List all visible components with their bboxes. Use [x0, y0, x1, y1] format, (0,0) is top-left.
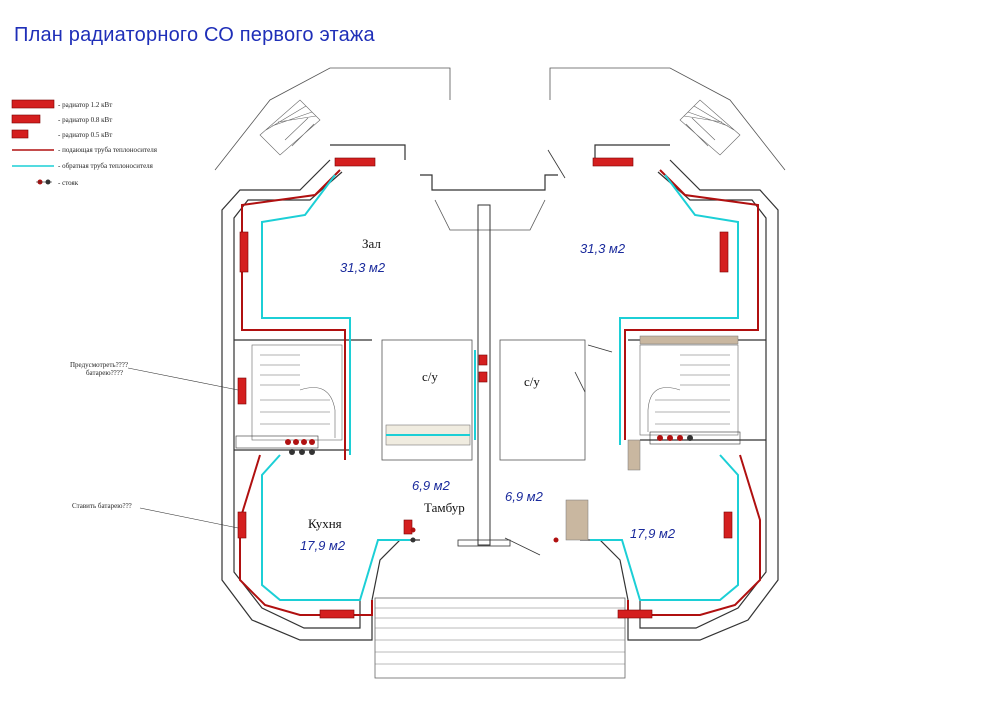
radiator — [478, 371, 488, 383]
stairs-top-right — [679, 99, 741, 156]
wall-outline — [587, 344, 613, 353]
legend-item-return-pipe: - обратная труба теплоносителя — [12, 162, 154, 170]
area-hall-right: 31,3 м2 — [580, 241, 626, 256]
supply-pipe — [624, 169, 759, 440]
wall-outline — [221, 159, 373, 641]
wall-outline — [477, 204, 491, 546]
return-pipe — [590, 454, 739, 601]
area-vestibule-right: 6,9 м2 — [505, 489, 544, 504]
legend-item-supply-pipe: - подающая труба теплоносителя — [12, 146, 158, 154]
radiator — [592, 157, 634, 167]
leader-line — [139, 507, 239, 529]
legend-item-radiator-small: - радиатор 0.5 кВт — [11, 129, 112, 139]
room-name-kitchen: Кухня — [308, 516, 342, 531]
room-name-hall: Зал — [362, 236, 381, 251]
radiator-medium-icon — [11, 114, 41, 124]
radiator — [723, 511, 733, 539]
note-2: Ставить батарею??? — [72, 502, 239, 529]
room-name-vestibule: Тамбур — [424, 500, 465, 515]
wall-outline — [330, 144, 406, 160]
wall-outline — [371, 539, 420, 601]
area-kitchen-left: 17,9 м2 — [300, 538, 346, 553]
legend-label: - радиатор 0.8 кВт — [58, 116, 112, 124]
legend-label: - обратная труба теплоносителя — [58, 162, 154, 170]
area-kitchen-right: 17,9 м2 — [630, 526, 676, 541]
radiator — [237, 511, 247, 539]
page-title: План радиаторного СО первого этажа — [14, 24, 375, 46]
radiator-small-icon — [11, 129, 29, 139]
wall-outline — [504, 537, 541, 556]
room-name-wc-left: с/у — [422, 369, 438, 384]
legend-label: - стояк — [58, 179, 79, 187]
legend-label: - радиатор 0.5 кВт — [58, 131, 112, 139]
supply-pipe — [241, 169, 346, 460]
wall-outline — [627, 159, 779, 641]
area-hall-left: 31,3 м2 — [340, 260, 386, 275]
area-vestibule-left: 6,9 м2 — [412, 478, 451, 493]
wall-outline — [549, 67, 786, 171]
legend-item-radiator-medium: - радиатор 0.8 кВт — [11, 114, 112, 124]
riser-center — [410, 527, 559, 543]
riser-manifold-left — [235, 435, 319, 455]
riser-manifold-right — [649, 431, 741, 445]
legend-item-riser: - стояк — [36, 179, 79, 187]
wall-outline — [381, 339, 473, 461]
note-1: Предусмотреть???? батарею???? — [70, 361, 239, 391]
radiators — [237, 157, 733, 619]
radiator — [617, 609, 653, 619]
radiator — [237, 377, 247, 405]
radiator — [239, 231, 249, 273]
radiator — [319, 609, 355, 619]
note-text: Предусмотреть???? — [70, 361, 128, 369]
legend-label: - подающая труба теплоносителя — [58, 146, 158, 154]
wall-outline — [499, 339, 586, 461]
wall-outline — [580, 539, 629, 601]
radiator — [403, 519, 413, 535]
radiator-large-icon — [11, 99, 55, 109]
return-pipe — [261, 454, 410, 601]
wall-outline — [420, 174, 558, 191]
wall-outline — [547, 149, 566, 179]
wall-outline — [565, 499, 589, 541]
building-walls — [214, 67, 786, 679]
wall-outline — [214, 67, 451, 171]
wall-outline — [574, 371, 586, 393]
supply-pipe — [239, 454, 373, 616]
wall-outline — [457, 539, 511, 547]
leader-line — [127, 367, 239, 391]
room-name-wc-right: с/у — [524, 374, 540, 389]
stairs-right — [639, 335, 739, 436]
wall-outline — [594, 144, 670, 160]
wall-outline — [639, 171, 767, 629]
stairs-top-left — [259, 99, 321, 156]
legend-item-radiator-large: - радиатор 1.2 кВт — [11, 99, 112, 109]
return-pipe — [261, 174, 351, 455]
radiator — [334, 157, 376, 167]
wall-outline — [233, 171, 361, 629]
stairs-left — [251, 344, 343, 441]
note-text: Ставить батарею??? — [72, 502, 132, 510]
radiator — [719, 231, 729, 273]
radiator — [478, 354, 488, 366]
return-pipes — [261, 174, 739, 601]
riser-icon — [36, 179, 52, 185]
return-pipe — [619, 174, 739, 445]
legend: - радиатор 1.2 кВт - радиатор 0.8 кВт - … — [11, 99, 158, 187]
wall-outline — [627, 439, 641, 471]
entrance-steps — [374, 597, 626, 679]
note-text: батарею???? — [86, 369, 123, 377]
legend-label: - радиатор 1.2 кВт — [58, 101, 112, 109]
